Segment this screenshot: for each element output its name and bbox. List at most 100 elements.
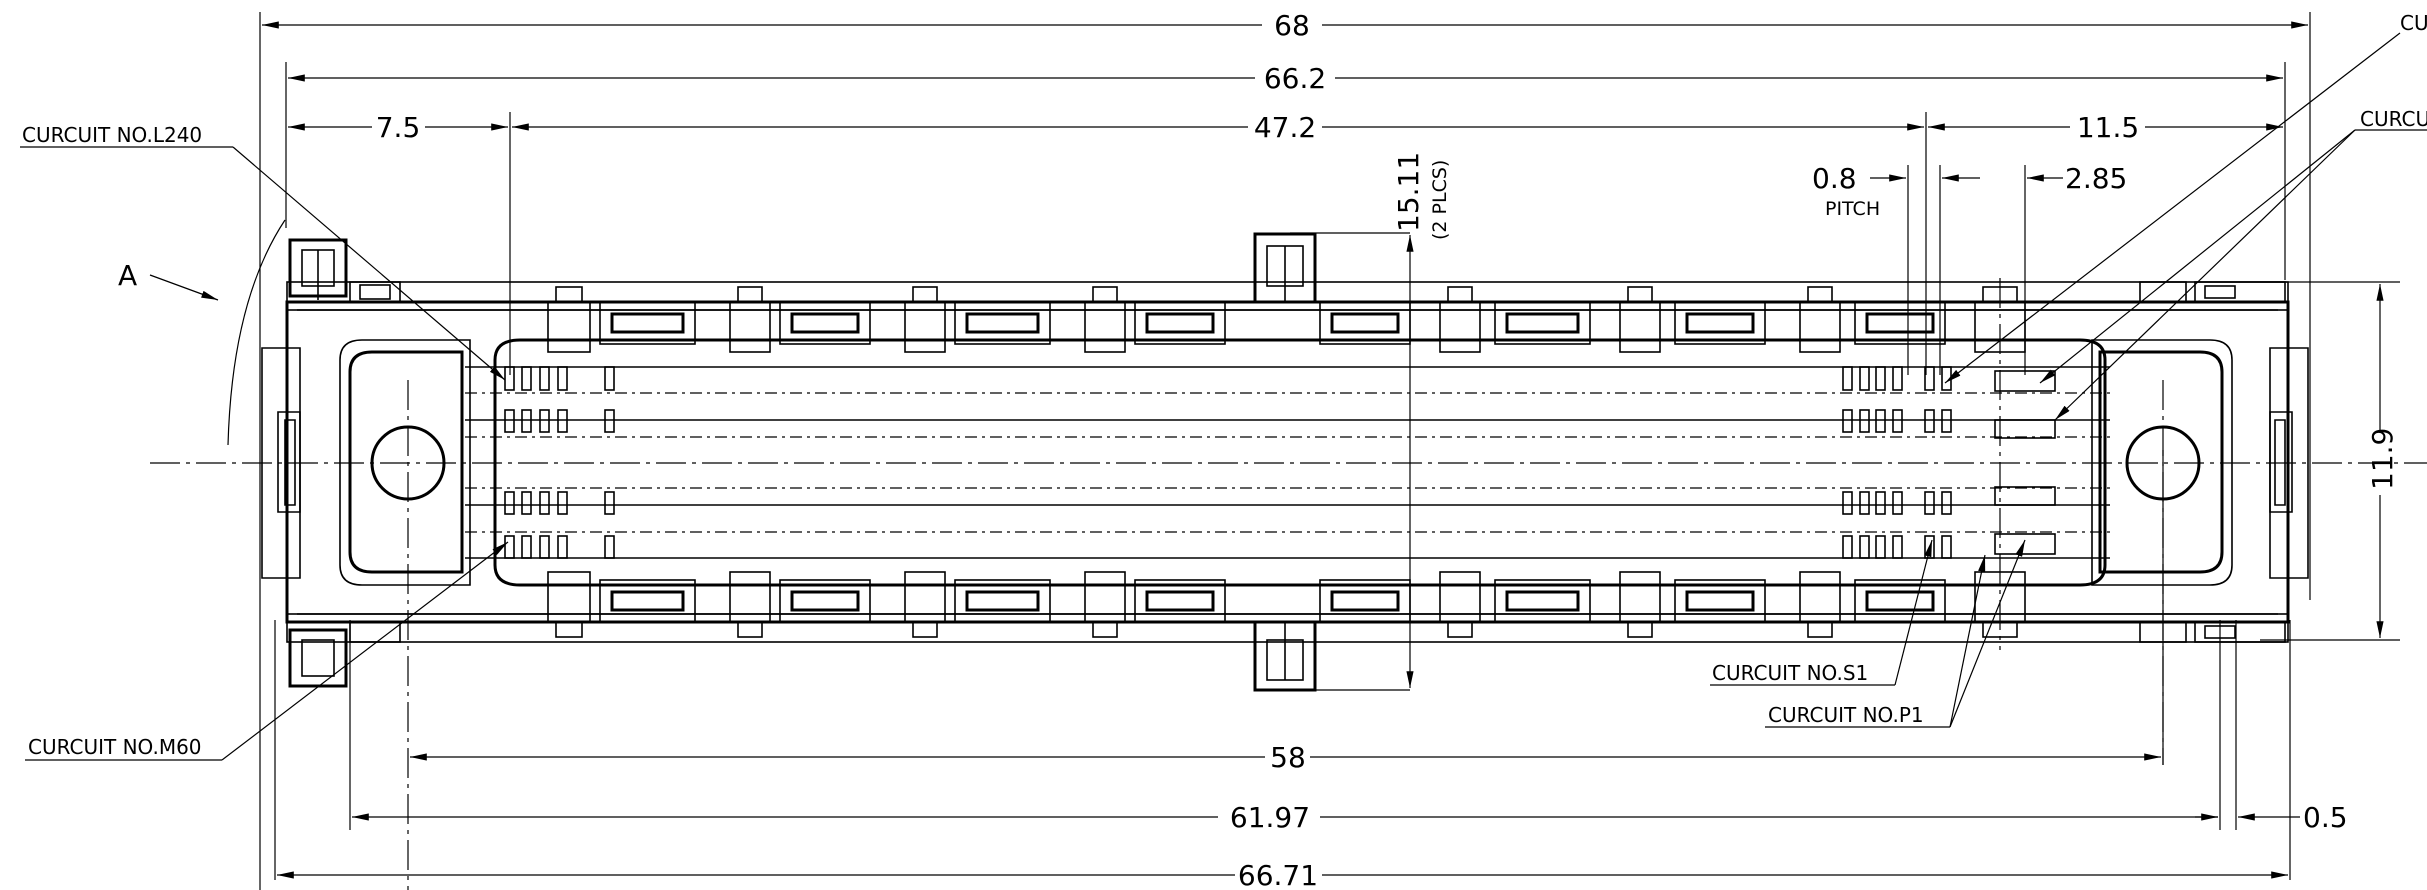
contact-pin: [557, 535, 568, 559]
contact-pin: [604, 491, 615, 515]
label-circuit-right: CURCU: [2360, 107, 2427, 131]
top-window-slot: [965, 312, 1040, 334]
dimension-labels: 68 66.2 7.5 47.2 11.5 0.8 PITCH 2.85 15.…: [376, 9, 2399, 890]
contact-pin: [1875, 491, 1886, 515]
contact-pin: [539, 535, 550, 559]
contact-pin: [1892, 409, 1903, 433]
top-tab-cap: [1982, 286, 2018, 303]
contact-pin: [1859, 491, 1870, 515]
dim-right-offset: 11.5: [2077, 111, 2139, 144]
bottom-window-slot: [1685, 590, 1755, 612]
dim-circuit-span: 47.2: [1254, 111, 1316, 144]
contact-pin: [1842, 409, 1853, 433]
top-window-frame: [1854, 301, 1946, 345]
bottom-window-frame: [1134, 579, 1226, 623]
bottom-tab-cap: [1807, 621, 1833, 638]
top-tab-cap: [555, 286, 583, 303]
dim-right-pin-offset: 2.85: [2065, 162, 2127, 195]
contact-pin: [1892, 535, 1903, 559]
dim-left-offset: 7.5: [376, 111, 421, 144]
bottom-window-frame: [954, 579, 1051, 623]
bottom-tab-cap: [1092, 621, 1118, 638]
bottom-window-slot: [1865, 590, 1935, 612]
bottom-window-slot: [610, 590, 685, 612]
top-window-frame: [1674, 301, 1766, 345]
contact-pin: [557, 409, 568, 433]
contact-pin: [504, 366, 515, 391]
bottom-tab-cap: [912, 621, 938, 638]
contact-pin: [557, 491, 568, 515]
top-window-slot: [790, 312, 860, 334]
contact-pin: [1859, 535, 1870, 559]
contact-pin: [1875, 535, 1886, 559]
contact-pin: [604, 366, 615, 391]
contact-pin: [504, 409, 515, 433]
dim-bottom-width: 66.71: [1238, 859, 1318, 890]
contact-pin: [1924, 366, 1935, 391]
contact-pin: [1875, 366, 1886, 391]
top-window-frame: [779, 301, 871, 345]
bottom-tab-cap: [1627, 621, 1653, 638]
label-circuit-s1: CURCUIT NO.S1: [1712, 661, 1868, 685]
contact-pin: [1924, 491, 1935, 515]
contact-pin: [1842, 491, 1853, 515]
contact-pin: [521, 409, 532, 433]
view-marker-a: A: [118, 259, 137, 292]
top-window-frame: [954, 301, 1051, 345]
contact-pin: [539, 491, 550, 515]
bottom-window-frame: [779, 579, 871, 623]
contact-pin: [1859, 366, 1870, 391]
dimension-lines: [262, 21, 2384, 879]
contact-pin: [604, 409, 615, 433]
top-tab-cap: [1807, 286, 1833, 303]
contact-pin: [1842, 366, 1853, 391]
top-tab-cap: [912, 286, 938, 303]
contact-pin: [1892, 366, 1903, 391]
contact-pin: [521, 366, 532, 391]
contact-pin: [1892, 491, 1903, 515]
dim-post-height: 15.11: [1392, 152, 1425, 232]
leader-lines: [20, 32, 2427, 761]
contact-pin: [539, 409, 550, 433]
label-circuit-l240: CURCUIT NO.L240: [22, 123, 202, 147]
contact-pin: [557, 366, 568, 391]
contact-pin: [539, 366, 550, 391]
dim-edge-offset: 0.5: [2303, 801, 2348, 834]
contact-pin: [1941, 409, 1952, 433]
bottom-tab-cap: [1982, 621, 2018, 638]
bottom-window-slot: [790, 590, 860, 612]
label-circuit-top-right: CU: [2400, 11, 2427, 35]
dim-body-width: 66.2: [1264, 62, 1326, 95]
top-window-slot: [1685, 312, 1755, 334]
top-window-frame: [1494, 301, 1591, 345]
contact-pin: [504, 535, 515, 559]
top-window-slot: [610, 312, 685, 334]
dim-pitch-value: 0.8: [1812, 162, 1857, 195]
bottom-tab-cap: [555, 621, 583, 638]
top-windows: [547, 286, 2026, 353]
bottom-window-slot: [965, 590, 1040, 612]
contact-pin: [1842, 535, 1853, 559]
bottom-windows: [547, 571, 2026, 638]
contact-pin: [1924, 409, 1935, 433]
bottom-window-slot: [1145, 590, 1215, 612]
top-window-slot: [1330, 312, 1400, 334]
top-window-frame: [1134, 301, 1226, 345]
dim-base-width: 61.97: [1230, 801, 1310, 834]
dim-overall-width: 68: [1274, 9, 1310, 42]
bottom-tab-cap: [1447, 621, 1473, 638]
bottom-window-frame: [1854, 579, 1946, 623]
bottom-window-slot: [1505, 590, 1580, 612]
dim-body-height: 11.9: [2366, 428, 2399, 490]
contact-pin: [1859, 409, 1870, 433]
contact-pin: [504, 491, 515, 515]
bottom-window-frame: [1494, 579, 1591, 623]
top-tab-cap: [737, 286, 763, 303]
right-pads: [1994, 370, 2056, 555]
bottom-window-slot: [1330, 590, 1400, 612]
dim-post-height-note: (2 PLCS): [1429, 160, 1451, 240]
top-tab-cap: [1627, 286, 1653, 303]
contact-pin: [1941, 535, 1952, 559]
top-tab-cap: [1447, 286, 1473, 303]
